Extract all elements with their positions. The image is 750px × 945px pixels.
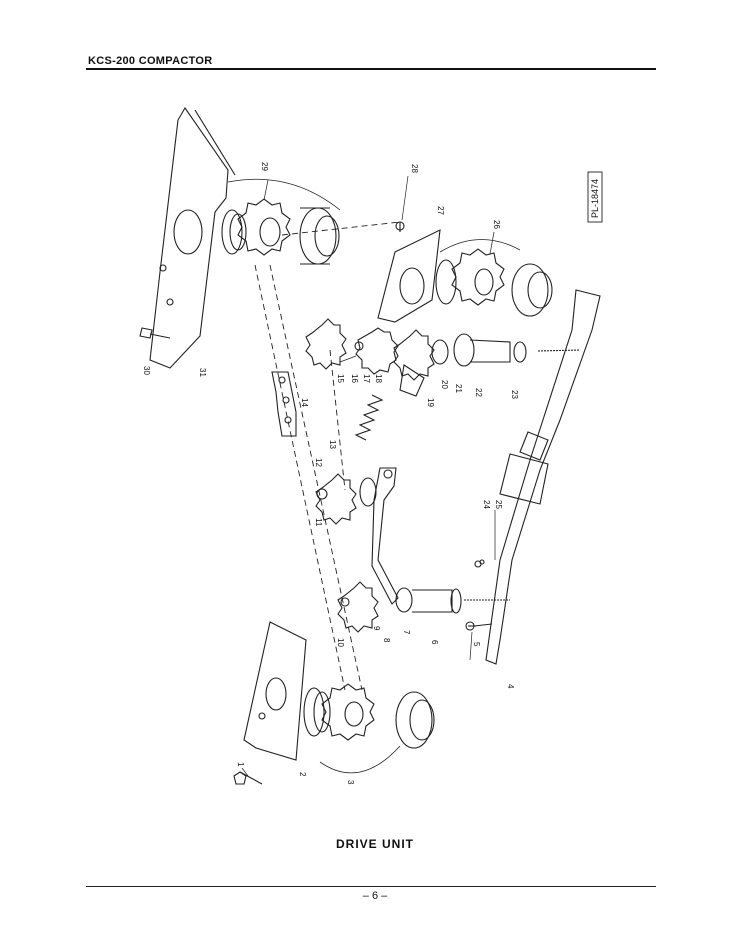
callout-labels: 1 2 3 4 5 6 7 8 9 10 11 12 13 14 15 16 1… bbox=[142, 162, 519, 785]
callout-16: 16 bbox=[350, 374, 359, 383]
callout-31: 31 bbox=[198, 368, 207, 377]
callout-30: 30 bbox=[142, 366, 151, 375]
callout-22: 22 bbox=[474, 388, 483, 397]
callout-23: 23 bbox=[510, 390, 519, 399]
chain-segment bbox=[271, 371, 297, 437]
callout-11: 11 bbox=[314, 518, 323, 527]
drawing-number: PL-18474 bbox=[590, 179, 600, 218]
callout-20: 20 bbox=[440, 380, 449, 389]
idler-sprocket-cluster bbox=[305, 318, 581, 397]
callout-21: 21 bbox=[454, 384, 463, 393]
lower-sprocket-assembly bbox=[337, 560, 510, 633]
callout-28: 28 bbox=[410, 164, 419, 173]
drive-chain-lines bbox=[254, 221, 401, 691]
callout-1: 1 bbox=[236, 762, 245, 767]
callout-4: 4 bbox=[506, 684, 515, 689]
callout-19: 19 bbox=[426, 398, 435, 407]
callout-3: 3 bbox=[346, 780, 355, 785]
screw-details bbox=[139, 327, 485, 627]
callout-10: 10 bbox=[336, 638, 345, 647]
callout-25: 25 bbox=[494, 500, 503, 509]
callout-12: 12 bbox=[314, 458, 323, 467]
callout-17: 17 bbox=[362, 374, 371, 383]
callout-7: 7 bbox=[402, 630, 411, 635]
callout-9: 9 bbox=[372, 626, 381, 631]
callout-6: 6 bbox=[430, 640, 439, 645]
callout-27: 27 bbox=[436, 206, 445, 215]
callout-14: 14 bbox=[300, 398, 309, 407]
drawing-number-box: PL-18474 bbox=[587, 171, 603, 223]
center-sprocket-and-lever bbox=[315, 467, 399, 605]
lower-left-sprocket-assembly bbox=[303, 683, 435, 774]
callout-29: 29 bbox=[260, 162, 269, 171]
lower-left-mounting-plate bbox=[233, 621, 307, 785]
callout-15: 15 bbox=[336, 374, 345, 383]
figure-caption: DRIVE UNIT bbox=[335, 837, 414, 851]
callout-8: 8 bbox=[382, 638, 391, 643]
tension-spring bbox=[354, 394, 384, 441]
upper-right-sprocket-assembly bbox=[377, 221, 553, 323]
upper-left-sprocket-assembly bbox=[221, 178, 341, 265]
header-rule bbox=[86, 68, 656, 70]
callout-18: 18 bbox=[374, 374, 383, 383]
document-title: KCS-200 COMPACTOR bbox=[88, 55, 213, 67]
callout-leaders bbox=[241, 175, 496, 777]
right-side-bracket bbox=[485, 289, 601, 665]
callout-24: 24 bbox=[482, 500, 491, 509]
callout-26: 26 bbox=[492, 220, 501, 229]
footer-rule bbox=[86, 886, 656, 887]
page-number: – 6 – bbox=[362, 890, 388, 902]
callout-13: 13 bbox=[328, 440, 337, 449]
upper-left-mounting-plate bbox=[149, 106, 236, 369]
callout-2: 2 bbox=[298, 772, 307, 777]
callout-5: 5 bbox=[472, 642, 481, 647]
